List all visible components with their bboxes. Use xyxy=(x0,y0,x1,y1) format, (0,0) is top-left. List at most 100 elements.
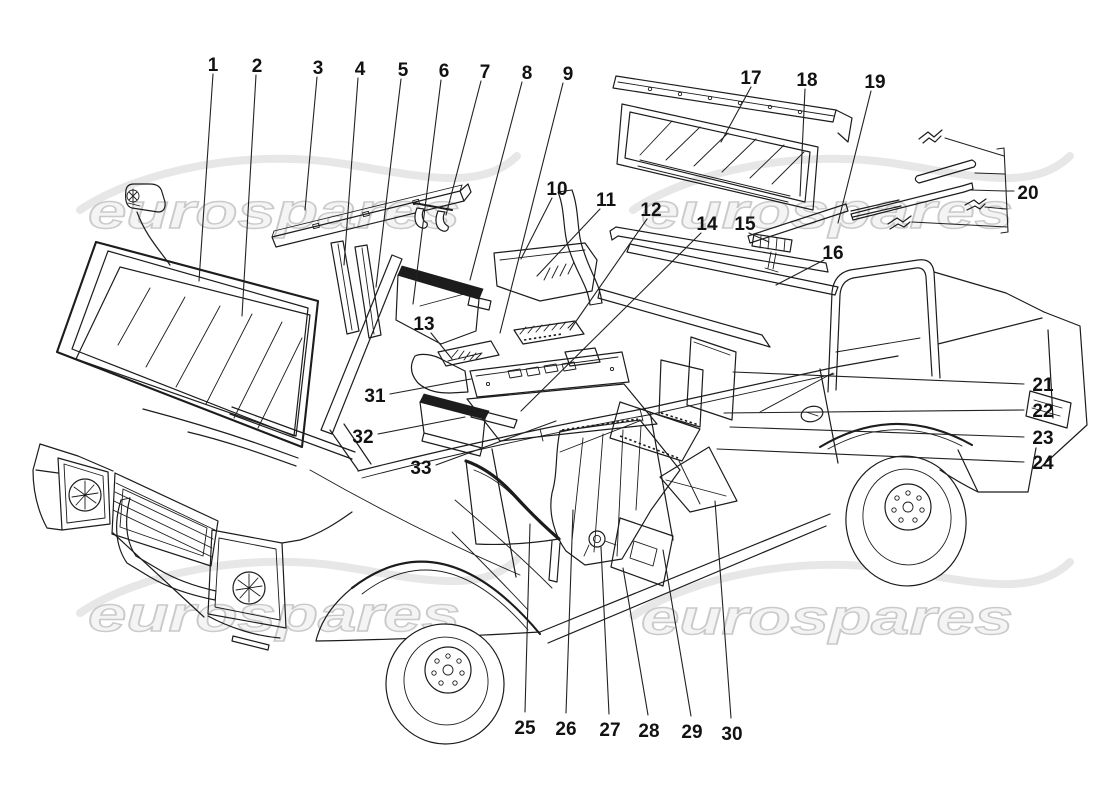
callout-leader-21 xyxy=(732,371,1025,385)
callout-leader-29 xyxy=(662,549,692,717)
watermark-swoosh-icon xyxy=(629,152,1074,214)
callout-6: 6 xyxy=(412,61,450,305)
callout-24: 24 xyxy=(716,448,1054,474)
callout-label-4: 4 xyxy=(355,59,366,80)
callout-leader-28 xyxy=(622,567,649,716)
bulkhead-panels-group xyxy=(609,336,737,462)
callout-28: 28 xyxy=(622,567,660,742)
callout-leader-17 xyxy=(720,86,752,143)
callout-label-21: 21 xyxy=(1032,375,1054,396)
eurospares-watermark: eurospares xyxy=(629,558,1074,646)
callout-32: 32 xyxy=(352,416,466,448)
callout-15: 15 xyxy=(734,214,770,243)
callout-label-10: 10 xyxy=(546,179,567,200)
callout-30: 30 xyxy=(714,500,743,745)
callout-leader-7 xyxy=(445,80,482,216)
eurospares-watermark-layer: eurospares eurospares eurospares eurospares xyxy=(76,152,1074,646)
callout-19: 19 xyxy=(837,72,886,224)
callout-27: 27 xyxy=(599,546,621,741)
interior-trim-group xyxy=(395,189,603,367)
callout-label-1: 1 xyxy=(208,55,219,76)
callout-29: 29 xyxy=(662,549,703,743)
eurospares-watermark: eurospares xyxy=(76,152,521,240)
callout-label-9: 9 xyxy=(563,64,574,85)
callout-leader-19 xyxy=(837,90,872,224)
roof-rails-group xyxy=(597,226,839,348)
callout-leader-16 xyxy=(775,259,825,286)
callout-leader-11 xyxy=(536,208,601,277)
watermark-text: eurospares xyxy=(88,185,460,239)
callout-leader-6 xyxy=(412,79,442,305)
callout-16: 16 xyxy=(775,243,844,286)
watermark-text: eurospares xyxy=(88,588,460,642)
callout-8: 8 xyxy=(469,63,533,281)
lower-trim-group xyxy=(464,418,738,587)
callout-17: 17 xyxy=(720,68,762,143)
eurospares-watermark: eurospares xyxy=(76,555,521,643)
callout-label-29: 29 xyxy=(681,722,702,743)
callout-2: 2 xyxy=(241,56,263,317)
callout-label-32: 32 xyxy=(352,427,373,448)
callout-leader-31 xyxy=(389,378,472,395)
callout-5: 5 xyxy=(375,60,409,288)
callout-label-17: 17 xyxy=(740,68,761,89)
callout-label-5: 5 xyxy=(398,60,409,81)
watermark-swoosh-icon xyxy=(76,152,521,214)
callout-12: 12 xyxy=(569,200,662,331)
callout-label-22: 22 xyxy=(1032,401,1053,422)
callout-leader-1 xyxy=(198,73,214,282)
callout-4: 4 xyxy=(343,59,366,266)
callout-1: 1 xyxy=(198,55,219,282)
callout-label-19: 19 xyxy=(864,72,885,93)
callout-label-28: 28 xyxy=(638,721,659,742)
callout-label-20: 20 xyxy=(1017,183,1038,204)
callout-label-23: 23 xyxy=(1032,428,1053,449)
callout-label-27: 27 xyxy=(599,720,620,741)
callout-leader-27 xyxy=(600,546,610,715)
car-body-group xyxy=(32,259,1088,745)
callout-label-14: 14 xyxy=(696,214,718,235)
callout-leader-26 xyxy=(565,509,574,714)
callout-10: 10 xyxy=(520,179,568,260)
callout-label-31: 31 xyxy=(364,386,386,407)
callout-label-25: 25 xyxy=(514,718,536,739)
callout-25: 25 xyxy=(514,523,536,739)
callout-label-8: 8 xyxy=(522,63,533,84)
callout-label-16: 16 xyxy=(822,243,843,264)
callout-leader-32 xyxy=(377,416,466,435)
callout-label-6: 6 xyxy=(439,61,450,82)
callout-leader-30 xyxy=(714,500,732,719)
callout-leader-22 xyxy=(723,409,1025,414)
callout-3: 3 xyxy=(304,58,324,211)
callout-leader-8 xyxy=(469,81,523,281)
rear-window-group xyxy=(612,75,1015,244)
windscreen-rails-group xyxy=(271,183,472,435)
watermark-text: eurospares xyxy=(641,591,1013,645)
callout-label-24: 24 xyxy=(1032,453,1054,474)
callout-23: 23 xyxy=(729,426,1054,449)
callout-leader-4 xyxy=(343,77,359,266)
callout-21: 21 xyxy=(732,371,1054,396)
callout-label-3: 3 xyxy=(313,58,324,79)
callout-label-2: 2 xyxy=(252,56,263,77)
callout-label-18: 18 xyxy=(796,70,817,91)
callout-leader-12 xyxy=(569,218,648,331)
callout-22: 22 xyxy=(723,401,1054,422)
callout-leader-18 xyxy=(799,88,806,197)
callout-leader-33 xyxy=(435,420,557,466)
callout-label-15: 15 xyxy=(734,214,756,235)
callout-label-33: 33 xyxy=(410,458,431,479)
callout-14: 14 xyxy=(520,214,718,412)
callout-31: 31 xyxy=(364,378,472,407)
callout-leader-5 xyxy=(375,78,402,288)
eurospares-watermark: eurospares xyxy=(629,152,1074,240)
watermark-swoosh-icon xyxy=(76,555,521,617)
callout-label-11: 11 xyxy=(596,190,617,211)
callout-leader-23 xyxy=(729,426,1025,438)
callout-label-7: 7 xyxy=(480,62,491,83)
callout-leader-24 xyxy=(716,448,1025,463)
callout-label-12: 12 xyxy=(640,200,661,221)
callout-leader-2 xyxy=(241,74,257,317)
